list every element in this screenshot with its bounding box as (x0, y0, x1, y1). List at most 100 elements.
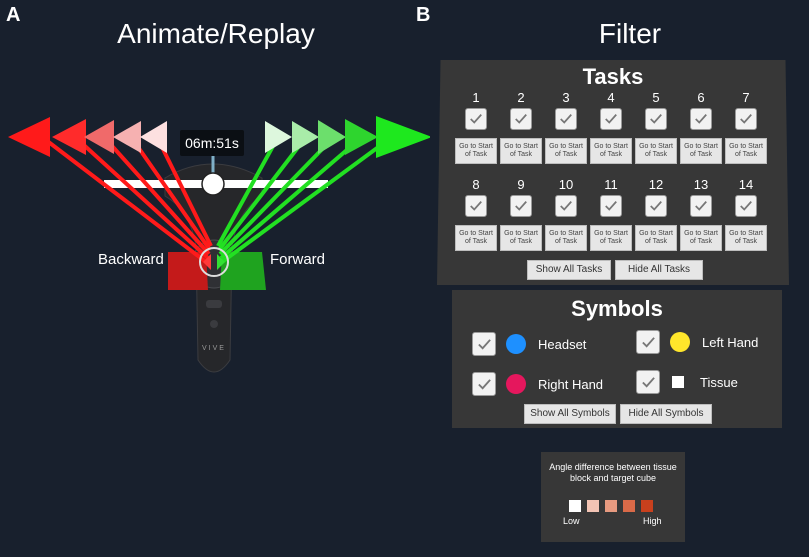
forward-label: Forward (270, 251, 326, 268)
headset-label: Headset (538, 336, 587, 352)
forward-arrowhead-5 (376, 116, 430, 158)
forward-arrowhead-2 (292, 121, 319, 153)
task-number: 10 (558, 177, 574, 192)
task-column: 1 Go to Start of Task (453, 90, 499, 164)
left-hand-label: Left Hand (702, 334, 759, 350)
legend-swatch (587, 500, 599, 512)
go-to-start-of-task-button[interactable]: Go to Start of Task (545, 225, 587, 251)
task-visibility-checkbox[interactable] (555, 108, 577, 130)
go-to-start-of-task-button[interactable]: Go to Start of Task (545, 138, 587, 164)
task-visibility-checkbox[interactable] (690, 195, 712, 217)
task-number: 4 (607, 90, 615, 105)
legend-swatch (605, 500, 617, 512)
task-visibility-checkbox[interactable] (465, 108, 487, 130)
task-visibility-checkbox[interactable] (510, 108, 532, 130)
task-visibility-checkbox[interactable] (600, 108, 622, 130)
task-column: 14 Go to Start of Task (723, 177, 769, 251)
backward-arrowhead-1 (8, 117, 50, 157)
task-column: 11 Go to Start of Task (588, 177, 634, 251)
symbol-item-left-hand: Left Hand (636, 330, 758, 354)
task-number: 1 (472, 90, 480, 105)
task-number: 2 (517, 90, 525, 105)
task-number: 14 (738, 177, 754, 192)
angle-legend-panel: Angle difference between tissue block an… (541, 452, 685, 542)
task-column: 2 Go to Start of Task (498, 90, 544, 164)
forward-arrowheads (265, 116, 430, 158)
left-hand-symbol-icon (670, 332, 690, 352)
trackpad-arrows (199, 247, 229, 277)
task-visibility-checkbox[interactable] (735, 108, 757, 130)
symbol-item-right-hand: Right Hand (472, 372, 603, 396)
task-visibility-checkbox[interactable] (645, 195, 667, 217)
legend-swatch (641, 500, 653, 512)
legend-swatch (569, 500, 581, 512)
legend-title: Angle difference between tissue block an… (549, 462, 677, 483)
right-hand-checkbox[interactable] (472, 372, 496, 396)
hide-all-tasks-button[interactable]: Hide All Tasks (615, 260, 703, 280)
task-column: 12 Go to Start of Task (633, 177, 679, 251)
task-visibility-checkbox[interactable] (555, 195, 577, 217)
forward-rays (216, 135, 394, 264)
go-to-start-of-task-button[interactable]: Go to Start of Task (635, 138, 677, 164)
task-visibility-checkbox[interactable] (465, 195, 487, 217)
backward-label: Backward (98, 251, 164, 268)
task-column: 9 Go to Start of Task (498, 177, 544, 251)
go-to-start-of-task-button[interactable]: Go to Start of Task (455, 225, 497, 251)
tasks-heading: Tasks (582, 64, 644, 89)
task-column: 3 Go to Start of Task (543, 90, 589, 164)
task-visibility-checkbox[interactable] (645, 108, 667, 130)
task-visibility-checkbox[interactable] (600, 195, 622, 217)
task-column: 10 Go to Start of Task (543, 177, 589, 251)
backward-arrowhead-3 (84, 120, 114, 154)
show-all-tasks-button[interactable]: Show All Tasks (527, 260, 611, 280)
hide-all-symbols-button[interactable]: Hide All Symbols (620, 404, 712, 424)
go-to-start-of-task-button[interactable]: Go to Start of Task (500, 225, 542, 251)
task-number: 3 (562, 90, 570, 105)
backward-arrowhead-2 (52, 119, 86, 155)
legend-swatch (623, 500, 635, 512)
svg-text:VIVE: VIVE (202, 345, 226, 352)
task-column: 13 Go to Start of Task (678, 177, 724, 251)
task-column: 4 Go to Start of Task (588, 90, 634, 164)
tasks-panel: Tasks 1 Go to Start of Task 2 Go to Start o… (437, 60, 789, 285)
task-number: 9 (517, 177, 525, 192)
go-to-start-of-task-button[interactable]: Go to Start of Task (500, 138, 542, 164)
task-visibility-checkbox[interactable] (735, 195, 757, 217)
backward-rays (40, 135, 213, 264)
go-to-start-of-task-button[interactable]: Go to Start of Task (680, 138, 722, 164)
go-to-start-of-task-button[interactable]: Go to Start of Task (680, 225, 722, 251)
symbol-item-headset: Headset (472, 332, 586, 356)
replay-slider-handle[interactable] (201, 172, 225, 196)
backward-arrowhead-5 (140, 121, 167, 153)
go-to-start-of-task-button[interactable]: Go to Start of Task (590, 138, 632, 164)
go-to-start-of-task-button[interactable]: Go to Start of Task (725, 225, 767, 251)
headset-checkbox[interactable] (472, 332, 496, 356)
symbol-item-tissue: Tissue (636, 370, 738, 394)
filter-title: Filter (598, 18, 662, 49)
legend-high-label: High (643, 516, 662, 526)
go-to-start-of-task-button[interactable]: Go to Start of Task (590, 225, 632, 251)
task-number: 13 (693, 177, 709, 192)
symbols-heading: Symbols (571, 296, 663, 321)
forward-zone[interactable] (220, 252, 266, 290)
tissue-checkbox[interactable] (636, 370, 660, 394)
replay-controller-illustration: VIVE (8, 116, 430, 373)
go-to-start-of-task-button[interactable]: Go to Start of Task (455, 138, 497, 164)
go-to-start-of-task-button[interactable]: Go to Start of Task (635, 225, 677, 251)
task-number: 12 (648, 177, 664, 192)
tissue-symbol-icon (672, 376, 684, 388)
show-all-symbols-button[interactable]: Show All Symbols (524, 404, 616, 424)
task-visibility-checkbox[interactable] (690, 108, 712, 130)
panel-letter-a: A (6, 4, 21, 26)
forward-arrowhead-4 (345, 119, 378, 155)
task-column: 5 Go to Start of Task (633, 90, 679, 164)
backward-zone[interactable] (168, 252, 208, 290)
left-hand-checkbox[interactable] (636, 330, 660, 354)
task-number: 11 (604, 177, 618, 192)
tissue-label: Tissue (700, 374, 738, 390)
task-number: 5 (652, 90, 660, 105)
go-to-start-of-task-button[interactable]: Go to Start of Task (725, 138, 767, 164)
legend-low-label: Low (563, 516, 580, 526)
task-visibility-checkbox[interactable] (510, 195, 532, 217)
